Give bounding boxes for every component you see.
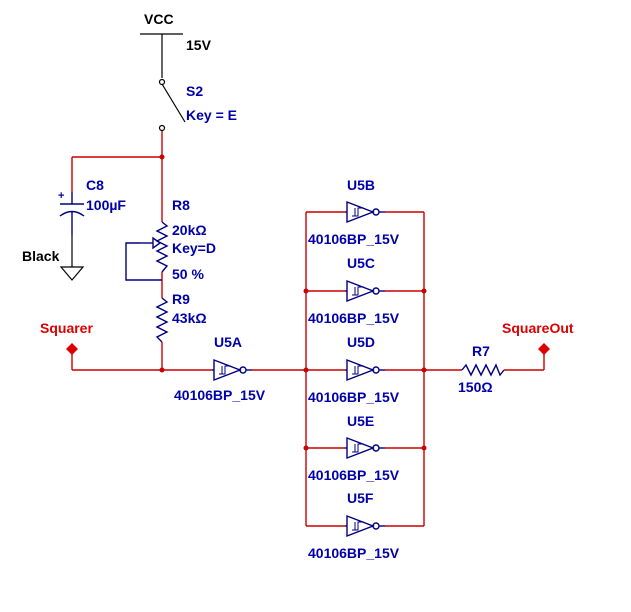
inverter-u5a[interactable]: U5A 40106BP_15V (174, 334, 266, 403)
ground-symbol: Black (22, 235, 85, 281)
resistor-r9[interactable]: R9 43kΩ (155, 291, 207, 343)
junction-dot (421, 367, 427, 373)
vcc-supply[interactable]: VCC 15V (140, 11, 212, 78)
u5c-part: 40106BP_15V (308, 310, 400, 326)
junction-dot (303, 367, 309, 373)
cap-plus: + (58, 190, 64, 202)
vcc-voltage: 15V (186, 37, 212, 53)
u5e-part: 40106BP_15V (308, 467, 400, 483)
cap-value: 100µF (86, 197, 126, 213)
switch-key: Key = E (186, 107, 237, 123)
inverter-u5b[interactable]: U5B 40106BP_15V (308, 177, 400, 247)
u5e-ref: U5E (347, 413, 374, 429)
junctions (159, 154, 427, 451)
probe-input-label: Squarer (40, 320, 93, 336)
probe-squareout[interactable]: SquareOut (502, 320, 574, 355)
junction-dot (159, 154, 165, 160)
cap-ref: C8 (86, 177, 104, 193)
capacitor-c8[interactable]: + C8 100µF (58, 177, 126, 235)
potentiometer-r8[interactable]: R8 20kΩ Key=D 50 % (125, 197, 216, 282)
pot-key: Key=D (172, 240, 216, 256)
resistor-r7[interactable]: R7 150Ω (458, 343, 505, 395)
junction-dot (421, 445, 427, 451)
u5a-ref: U5A (214, 334, 242, 350)
switch-ref: S2 (186, 83, 203, 99)
u5b-ref: U5B (347, 177, 375, 193)
pot-ref: R8 (172, 197, 190, 213)
u5d-part: 40106BP_15V (308, 389, 400, 405)
u5d-ref: U5D (347, 334, 375, 350)
ground-label: Black (22, 248, 60, 264)
u5b-part: 40106BP_15V (308, 231, 400, 247)
inverter-u5e[interactable]: U5E 40106BP_15V (308, 413, 400, 483)
u5c-ref: U5C (347, 255, 375, 271)
r9-ref: R9 (172, 291, 190, 307)
u5f-part: 40106BP_15V (308, 545, 400, 561)
r7-value: 150Ω (458, 379, 493, 395)
u5f-ref: U5F (347, 490, 374, 506)
pot-setting: 50 % (172, 266, 204, 282)
pot-value: 20kΩ (172, 222, 207, 238)
probe-output-label: SquareOut (502, 320, 574, 336)
r7-ref: R7 (472, 343, 490, 359)
u5a-part: 40106BP_15V (174, 387, 266, 403)
vcc-label: VCC (144, 11, 174, 27)
junction-dot (421, 288, 427, 294)
junction-dot (303, 445, 309, 451)
probe-squarer[interactable]: Squarer (40, 320, 93, 355)
inverter-u5f[interactable]: U5F 40106BP_15V (308, 490, 400, 561)
junction-dot (159, 367, 165, 373)
junction-dot (303, 288, 309, 294)
inverter-u5d[interactable]: U5D 40106BP_15V (308, 334, 400, 405)
inverter-u5c[interactable]: U5C 40106BP_15V (308, 255, 400, 326)
r9-value: 43kΩ (172, 310, 207, 326)
switch-s2[interactable]: S2 Key = E (158, 78, 237, 132)
